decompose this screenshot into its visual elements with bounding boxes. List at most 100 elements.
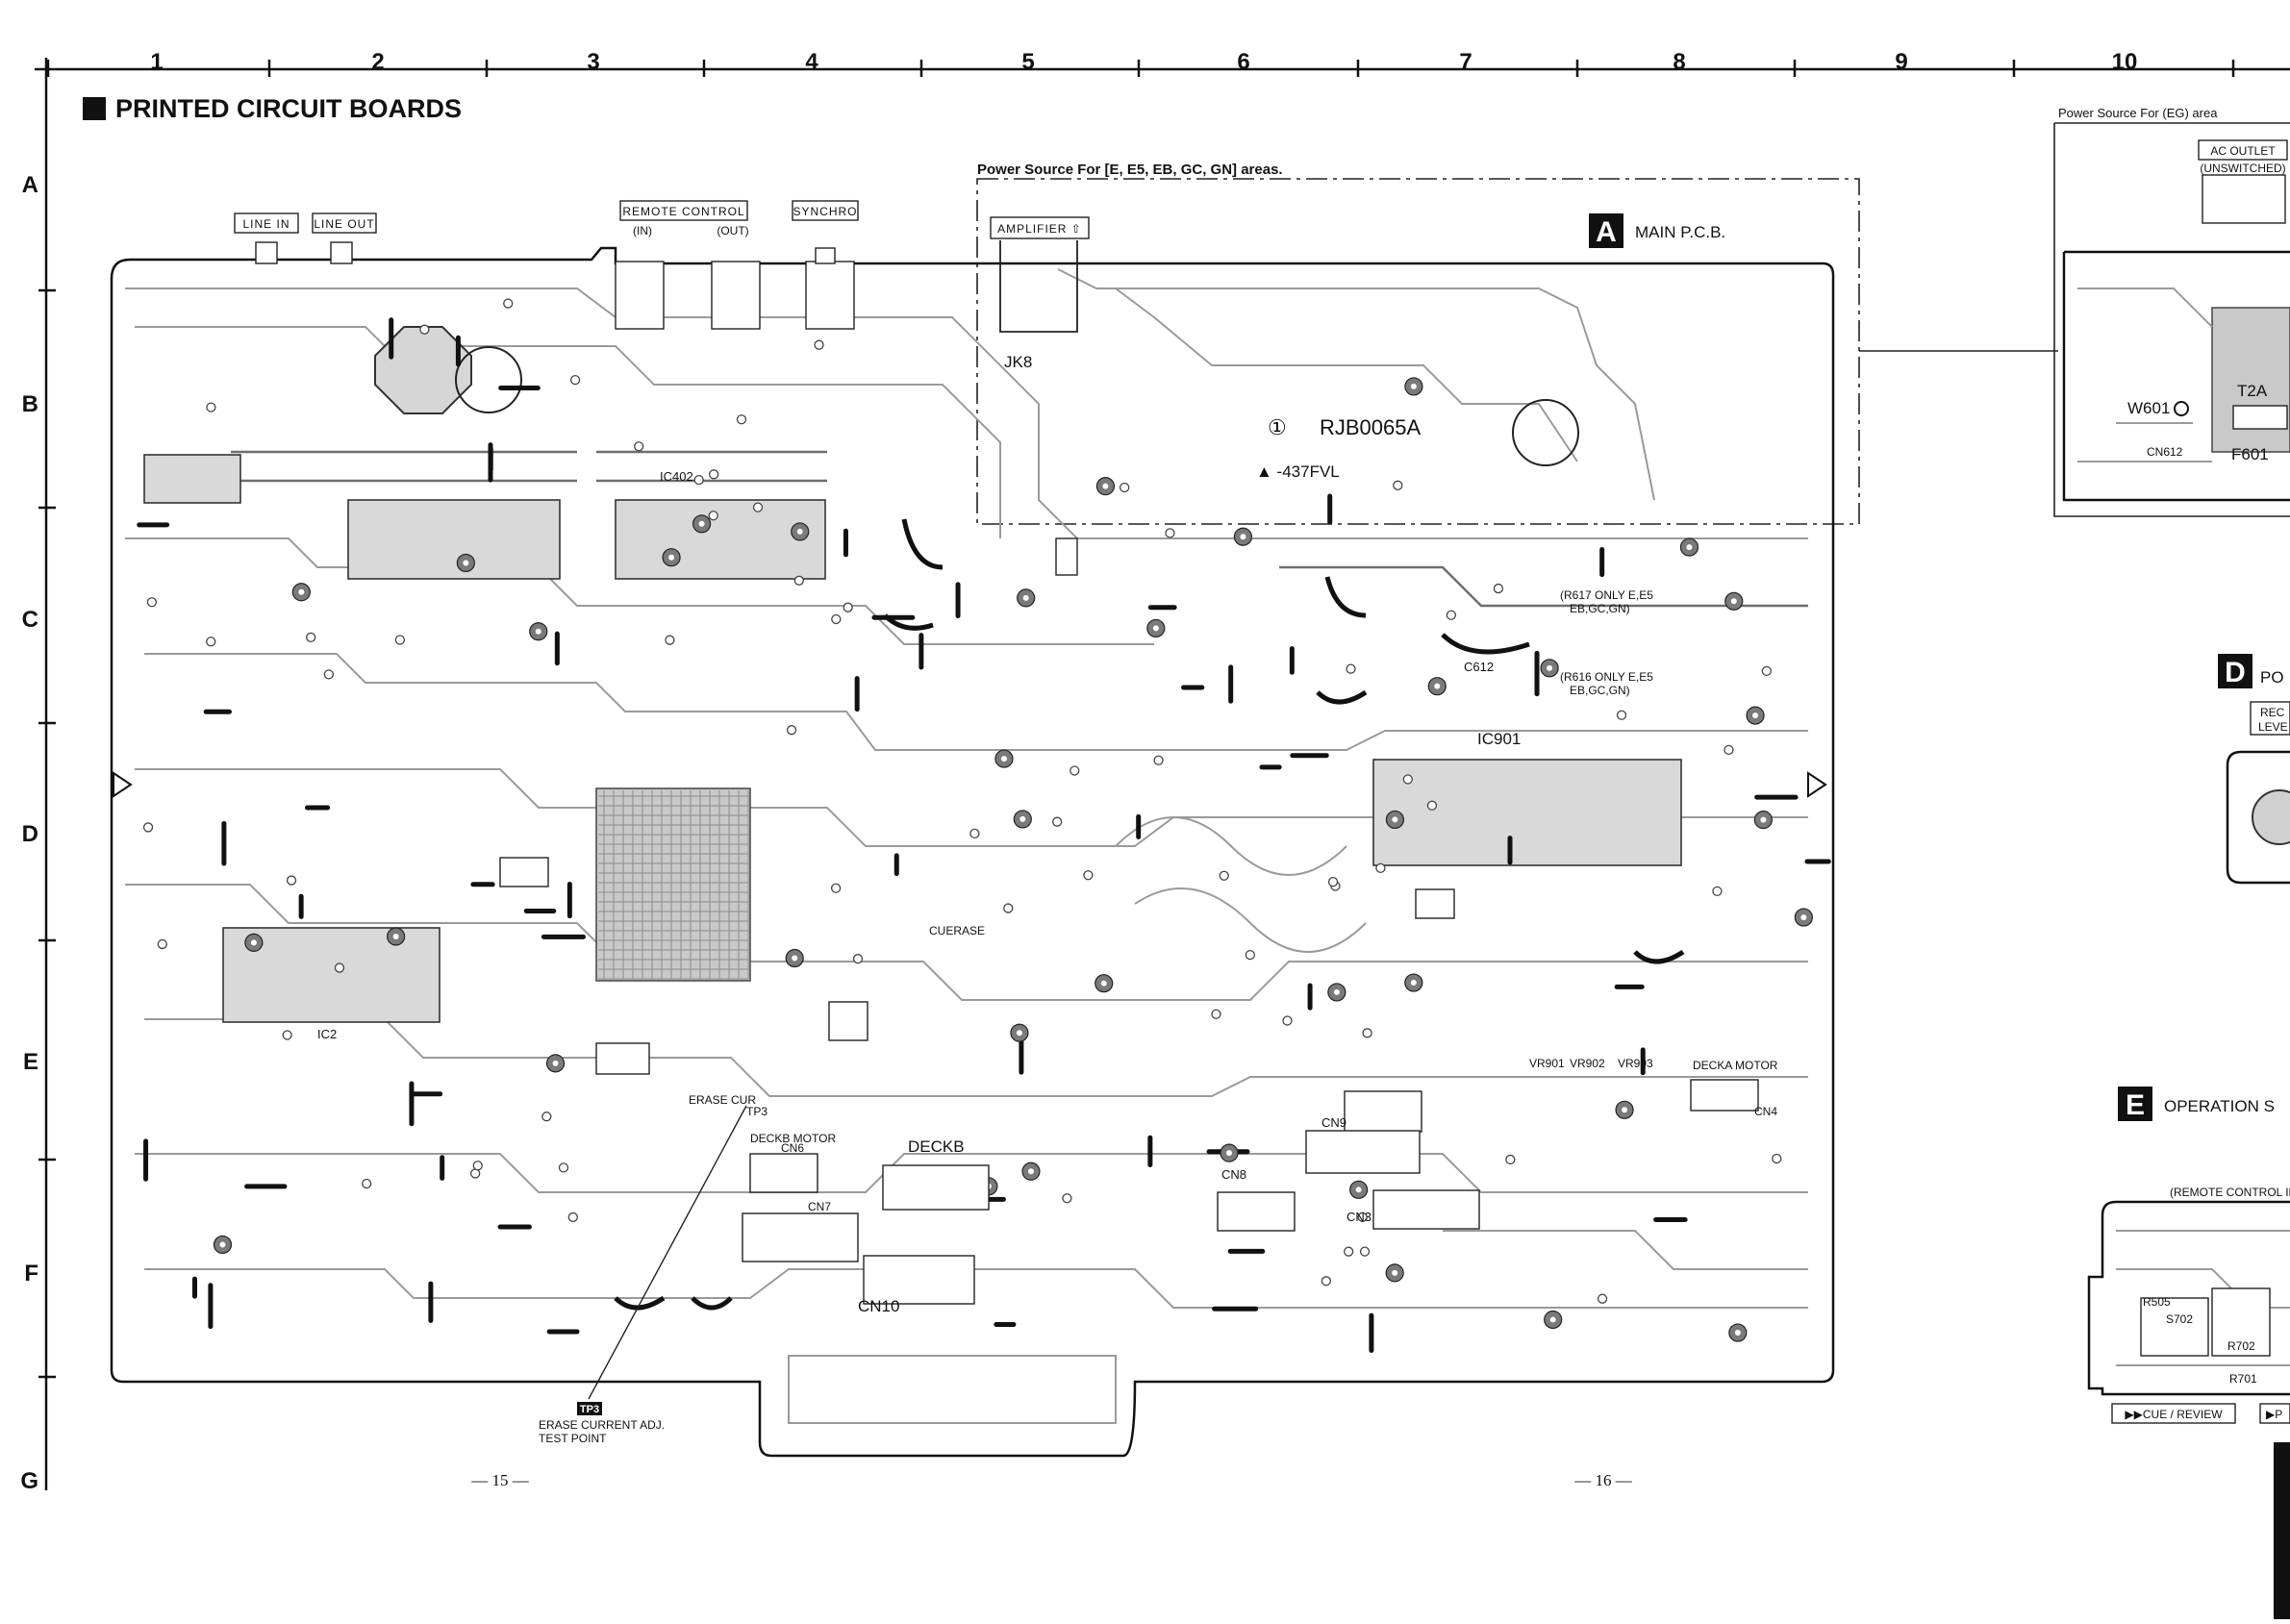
board-hardware: [374, 326, 1685, 1311]
board-d-partial: D PO REC LEVE: [2218, 654, 2290, 885]
tp3-tag: TP3: [580, 1404, 599, 1415]
ic-chip: [1372, 759, 1682, 866]
rec-level-label: LEVE: [2258, 720, 2288, 734]
rec-level-label: REC: [2260, 706, 2285, 719]
row-label: D: [22, 821, 38, 847]
remote-control-in-label: (REMOTE CONTROL IN: [2170, 1186, 2290, 1199]
sub-number-text: ▲ -437FVL: [1256, 462, 1340, 481]
vr903-label: VR903: [1618, 1057, 1653, 1070]
row-label: B: [22, 391, 38, 417]
col-label: 3: [587, 49, 599, 75]
ic-chip: [347, 499, 561, 580]
connectors: [255, 241, 1759, 1305]
r505-label: R505: [2143, 1295, 2171, 1309]
r616-note: EB,GC,GN): [1570, 684, 1630, 697]
tp3-board-label: TP3: [746, 1105, 768, 1118]
t2a-label: T2A: [2237, 382, 2268, 400]
amplifier-area: AMPLIFIER ⇧ JK8: [990, 216, 1090, 371]
board-a-name: MAIN P.C.B.: [1635, 223, 1725, 241]
ic901-label: IC901: [1477, 730, 1521, 748]
deckb-label: DECKB: [908, 1137, 965, 1156]
page-title: PRINTED CIRCUIT BOARDS: [115, 94, 462, 123]
r701-label: R701: [2229, 1372, 2257, 1386]
col-label: 5: [1021, 49, 1034, 75]
component-names: IC901 IC402 IC2 C612 DECKB DECKB MOTOR D…: [317, 469, 1778, 1315]
col-label: 9: [1895, 49, 1907, 75]
synchro-label: SYNCHRO: [793, 205, 857, 218]
cuerase-label: CUERASE: [929, 924, 985, 937]
main-board-outline: [110, 246, 1835, 1458]
board-d-name: PO: [2260, 668, 2284, 687]
line-out-label: LINE OUT: [314, 217, 374, 231]
f601-label: F601: [2231, 445, 2269, 463]
title-bullet: [83, 97, 106, 120]
eg-power-board: Power Source For (EG) area AC OUTLET (UN…: [2053, 106, 2290, 517]
r702-label: R702: [2227, 1339, 2255, 1353]
ac-outlet-label: AC OUTLET: [2210, 144, 2276, 158]
part-number: ① RJB0065A ▲ -437FVL: [1256, 415, 1422, 481]
board-a-title: A MAIN P.C.B.: [1589, 213, 1725, 248]
frame-rulers: [35, 58, 2290, 1490]
integrated-circuits: [143, 454, 1682, 1023]
cue-review-label: ▶▶CUE / REVIEW: [2125, 1408, 2223, 1421]
row-label: A: [22, 172, 38, 198]
col-label: 6: [1237, 49, 1249, 75]
vr901-label: VR901: [1529, 1057, 1565, 1070]
col-label: 8: [1673, 49, 1685, 75]
part-number-text: RJB0065A: [1320, 415, 1422, 439]
cn612-label: CN612: [2147, 445, 2183, 459]
r617-note: EB,GC,GN): [1570, 602, 1630, 615]
unswitched-label: (UNSWITCHED): [2200, 162, 2285, 175]
decka-motor-label: DECKA MOTOR: [1693, 1059, 1778, 1072]
tp3-callout: TP3 ERASE CURRENT ADJ. TEST POINT: [539, 1105, 747, 1445]
cn10-label: CN10: [858, 1297, 899, 1315]
row-label: G: [20, 1468, 38, 1494]
tp3-note-line2: TEST POINT: [539, 1432, 607, 1445]
col-label: 2: [371, 49, 384, 75]
line-in-label: LINE IN: [242, 217, 289, 231]
play-label: ▶P: [2266, 1408, 2282, 1421]
r617-note: (R617 ONLY E,E5: [1560, 588, 1653, 602]
page-number-left: — 15 —: [470, 1471, 530, 1489]
power-source-note: Power Source For [E, E5, EB, GC, GN] are…: [977, 162, 1283, 178]
part-number-mark: ①: [1268, 415, 1287, 439]
board-e-badge: E: [2126, 1089, 2145, 1121]
row-labels: A B C D E F G: [20, 172, 38, 1494]
cn9-label: CN9: [1321, 1115, 1346, 1130]
ground-plane-grid: [595, 787, 751, 982]
board-e-partial: E OPERATION S (REMOTE CONTROL IN S702 R5…: [2087, 1087, 2290, 1619]
remote-control-label: REMOTE CONTROL: [622, 205, 744, 218]
w601-label: W601: [2127, 399, 2170, 417]
jack-labels: LINE IN LINE OUT REMOTE CONTROL (IN) (OU…: [234, 200, 859, 237]
copper-traces: [125, 268, 1808, 1424]
tp3-note-line1: ERASE CURRENT ADJ.: [539, 1418, 665, 1432]
s702-label: S702: [2166, 1312, 2193, 1326]
board-a-badge-letter: A: [1596, 216, 1617, 248]
ic402-label: IC402: [660, 469, 693, 484]
ic-chip: [143, 454, 241, 504]
column-labels: 1 2 3 4 5 6 7 8 9 10: [150, 49, 2137, 75]
col-label: 7: [1459, 49, 1472, 75]
board-e-name: OPERATION S: [2164, 1097, 2275, 1115]
eg-power-note: Power Source For (EG) area: [2058, 106, 2218, 120]
col-label: 10: [2112, 49, 2138, 75]
r616-note: (R616 ONLY E,E5: [1560, 670, 1653, 684]
remote-out-label: (OUT): [717, 224, 748, 237]
deckb-motor-label: DECKB MOTOR: [750, 1132, 836, 1145]
jk8-label: JK8: [1004, 353, 1032, 371]
ic2-label: IC2: [317, 1027, 337, 1041]
col-label: 1: [150, 49, 163, 75]
col-label: 4: [805, 49, 818, 75]
cn6-label: CN6: [781, 1141, 804, 1155]
cn4-label: CN4: [1754, 1105, 1777, 1118]
erase-cur-label: ERASE CUR: [689, 1093, 756, 1107]
vr902-label: VR902: [1570, 1057, 1605, 1070]
cn8-label: CN8: [1221, 1167, 1246, 1182]
remote-in-label: (IN): [633, 224, 652, 237]
page-number-right: — 16 —: [1573, 1471, 1633, 1489]
board-d-badge: D: [2225, 657, 2246, 688]
cn3-label: CN3: [1346, 1210, 1371, 1224]
c612-label: C612: [1464, 660, 1494, 674]
